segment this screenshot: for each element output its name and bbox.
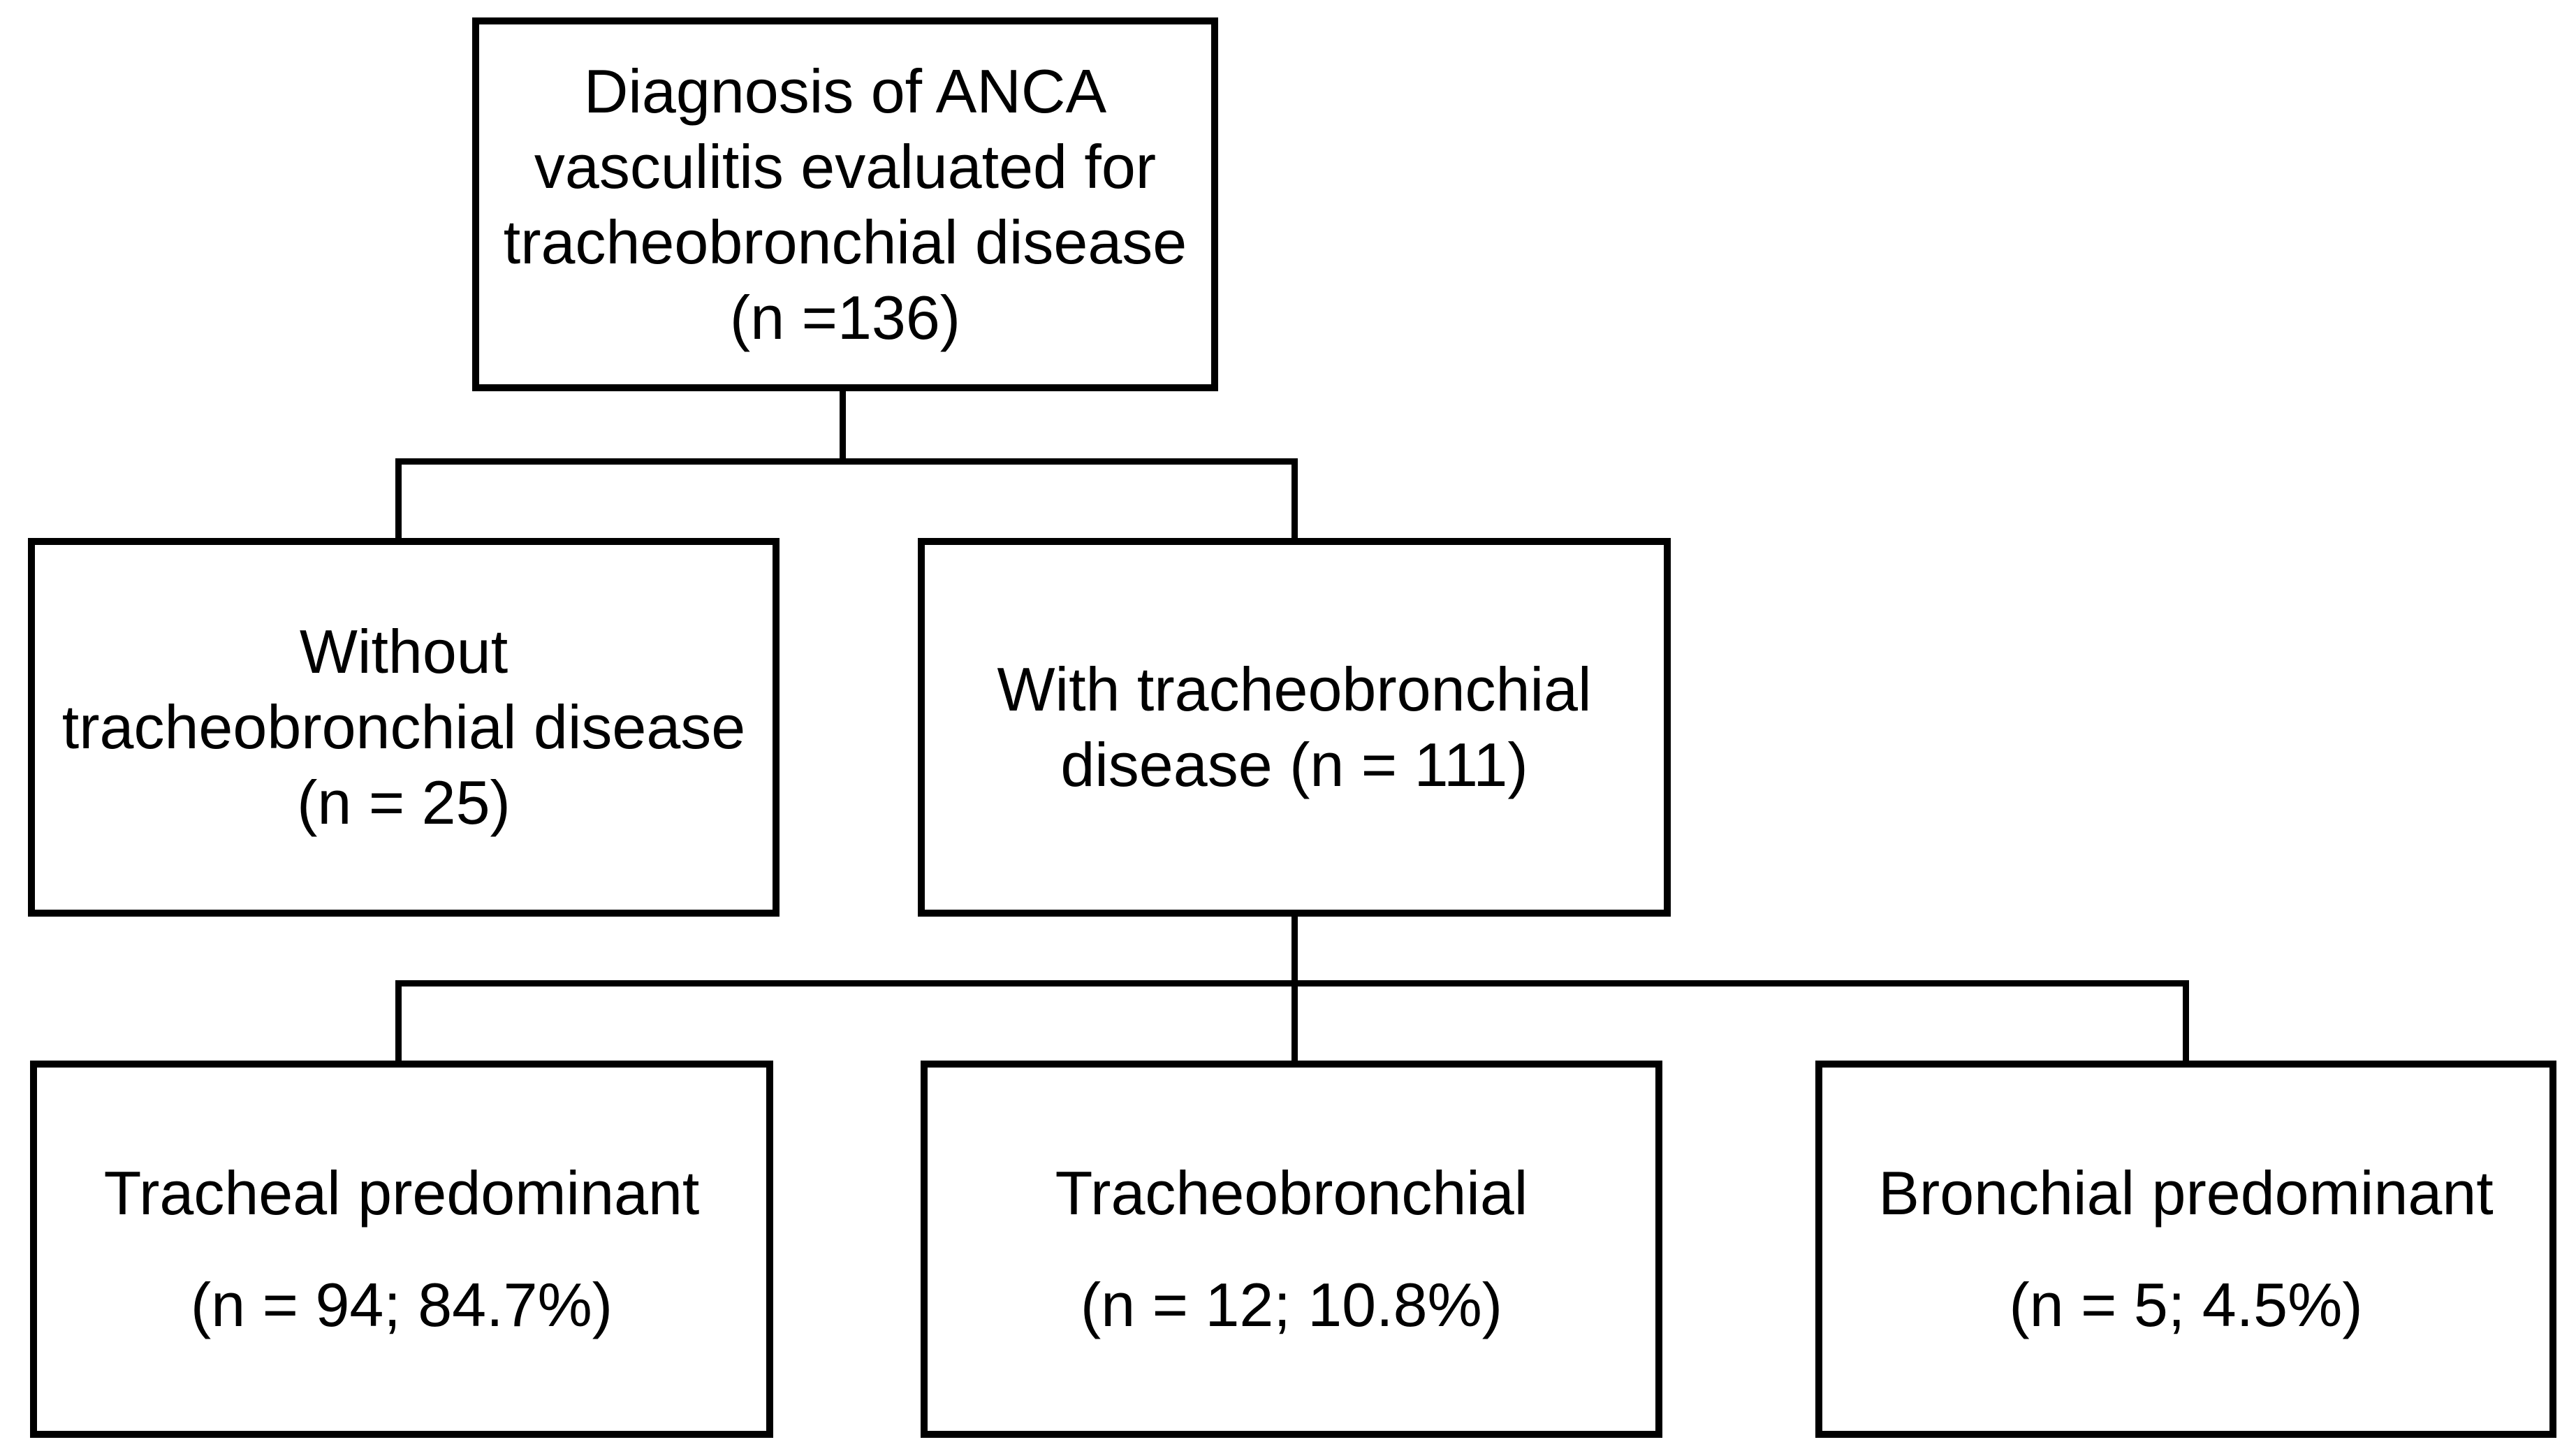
connector-with-to-row3-drop <box>1291 912 1298 1065</box>
node-without-count: (n = 25) <box>297 768 511 837</box>
connector-root-drop <box>840 384 846 465</box>
node-diagnosis-line-1: Diagnosis of ANCA <box>583 56 1107 126</box>
connector-row3-horizontal <box>395 980 2189 987</box>
node-bronchial-label: Bronchial predominant <box>1878 1158 2494 1228</box>
node-without-line-2: tracheobronchial disease <box>61 692 746 762</box>
connector-row2-horizontal <box>395 458 1298 465</box>
connector-without-drop <box>395 458 402 545</box>
connector-tracheal-drop <box>395 980 402 1066</box>
node-diagnosis-count: (n =136) <box>729 282 961 352</box>
node-tracheal-count: (n = 94; 84.7%) <box>190 1270 613 1339</box>
node-without-line-1: Without <box>299 617 508 686</box>
node-with-tracheobronchial-disease: With tracheobronchial disease (n = 111) <box>918 538 1671 917</box>
connector-bronchial-drop <box>2183 980 2189 1066</box>
node-bronchial-predominant: Bronchial predominant (n = 5; 4.5%) <box>1815 1061 2556 1438</box>
node-tracheobronchial-count: (n = 12; 10.8%) <box>1080 1270 1503 1339</box>
node-with-line-2: disease (n = 111) <box>1060 730 1528 799</box>
node-tracheal-label: Tracheal predominant <box>103 1158 700 1228</box>
node-tracheal-predominant: Tracheal predominant (n = 94; 84.7%) <box>30 1061 773 1438</box>
node-diagnosis-line-2: vasculitis evaluated for <box>534 131 1157 201</box>
connector-with-drop <box>1291 458 1298 545</box>
node-without-tracheobronchial-disease: Without tracheobronchial disease (n = 25… <box>28 538 780 917</box>
node-bronchial-count: (n = 5; 4.5%) <box>2009 1270 2363 1339</box>
node-tracheobronchial: Tracheobronchial (n = 12; 10.8%) <box>921 1061 1662 1438</box>
node-diagnosis-line-3: tracheobronchial disease <box>503 207 1187 277</box>
node-tracheobronchial-label: Tracheobronchial <box>1055 1158 1528 1228</box>
node-diagnosis: Diagnosis of ANCA vasculitis evaluated f… <box>472 17 1218 391</box>
node-with-line-1: With tracheobronchial <box>997 655 1592 724</box>
